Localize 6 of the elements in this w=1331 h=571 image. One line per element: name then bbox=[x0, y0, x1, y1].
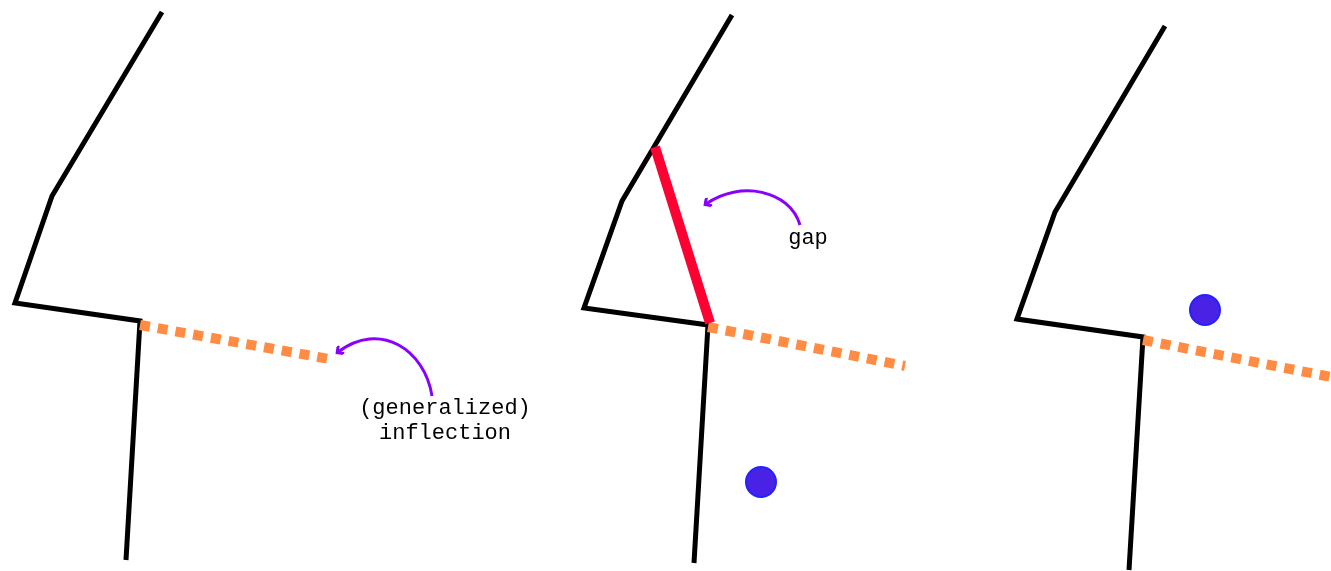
annotation-text: (generalized) inflection bbox=[325, 396, 565, 446]
gap-line bbox=[650, 145, 715, 325]
annotation-text: gap bbox=[770, 226, 846, 251]
curved-arrow bbox=[335, 337, 434, 397]
curved-arrow bbox=[703, 189, 802, 226]
dashed-line bbox=[139, 320, 336, 365]
